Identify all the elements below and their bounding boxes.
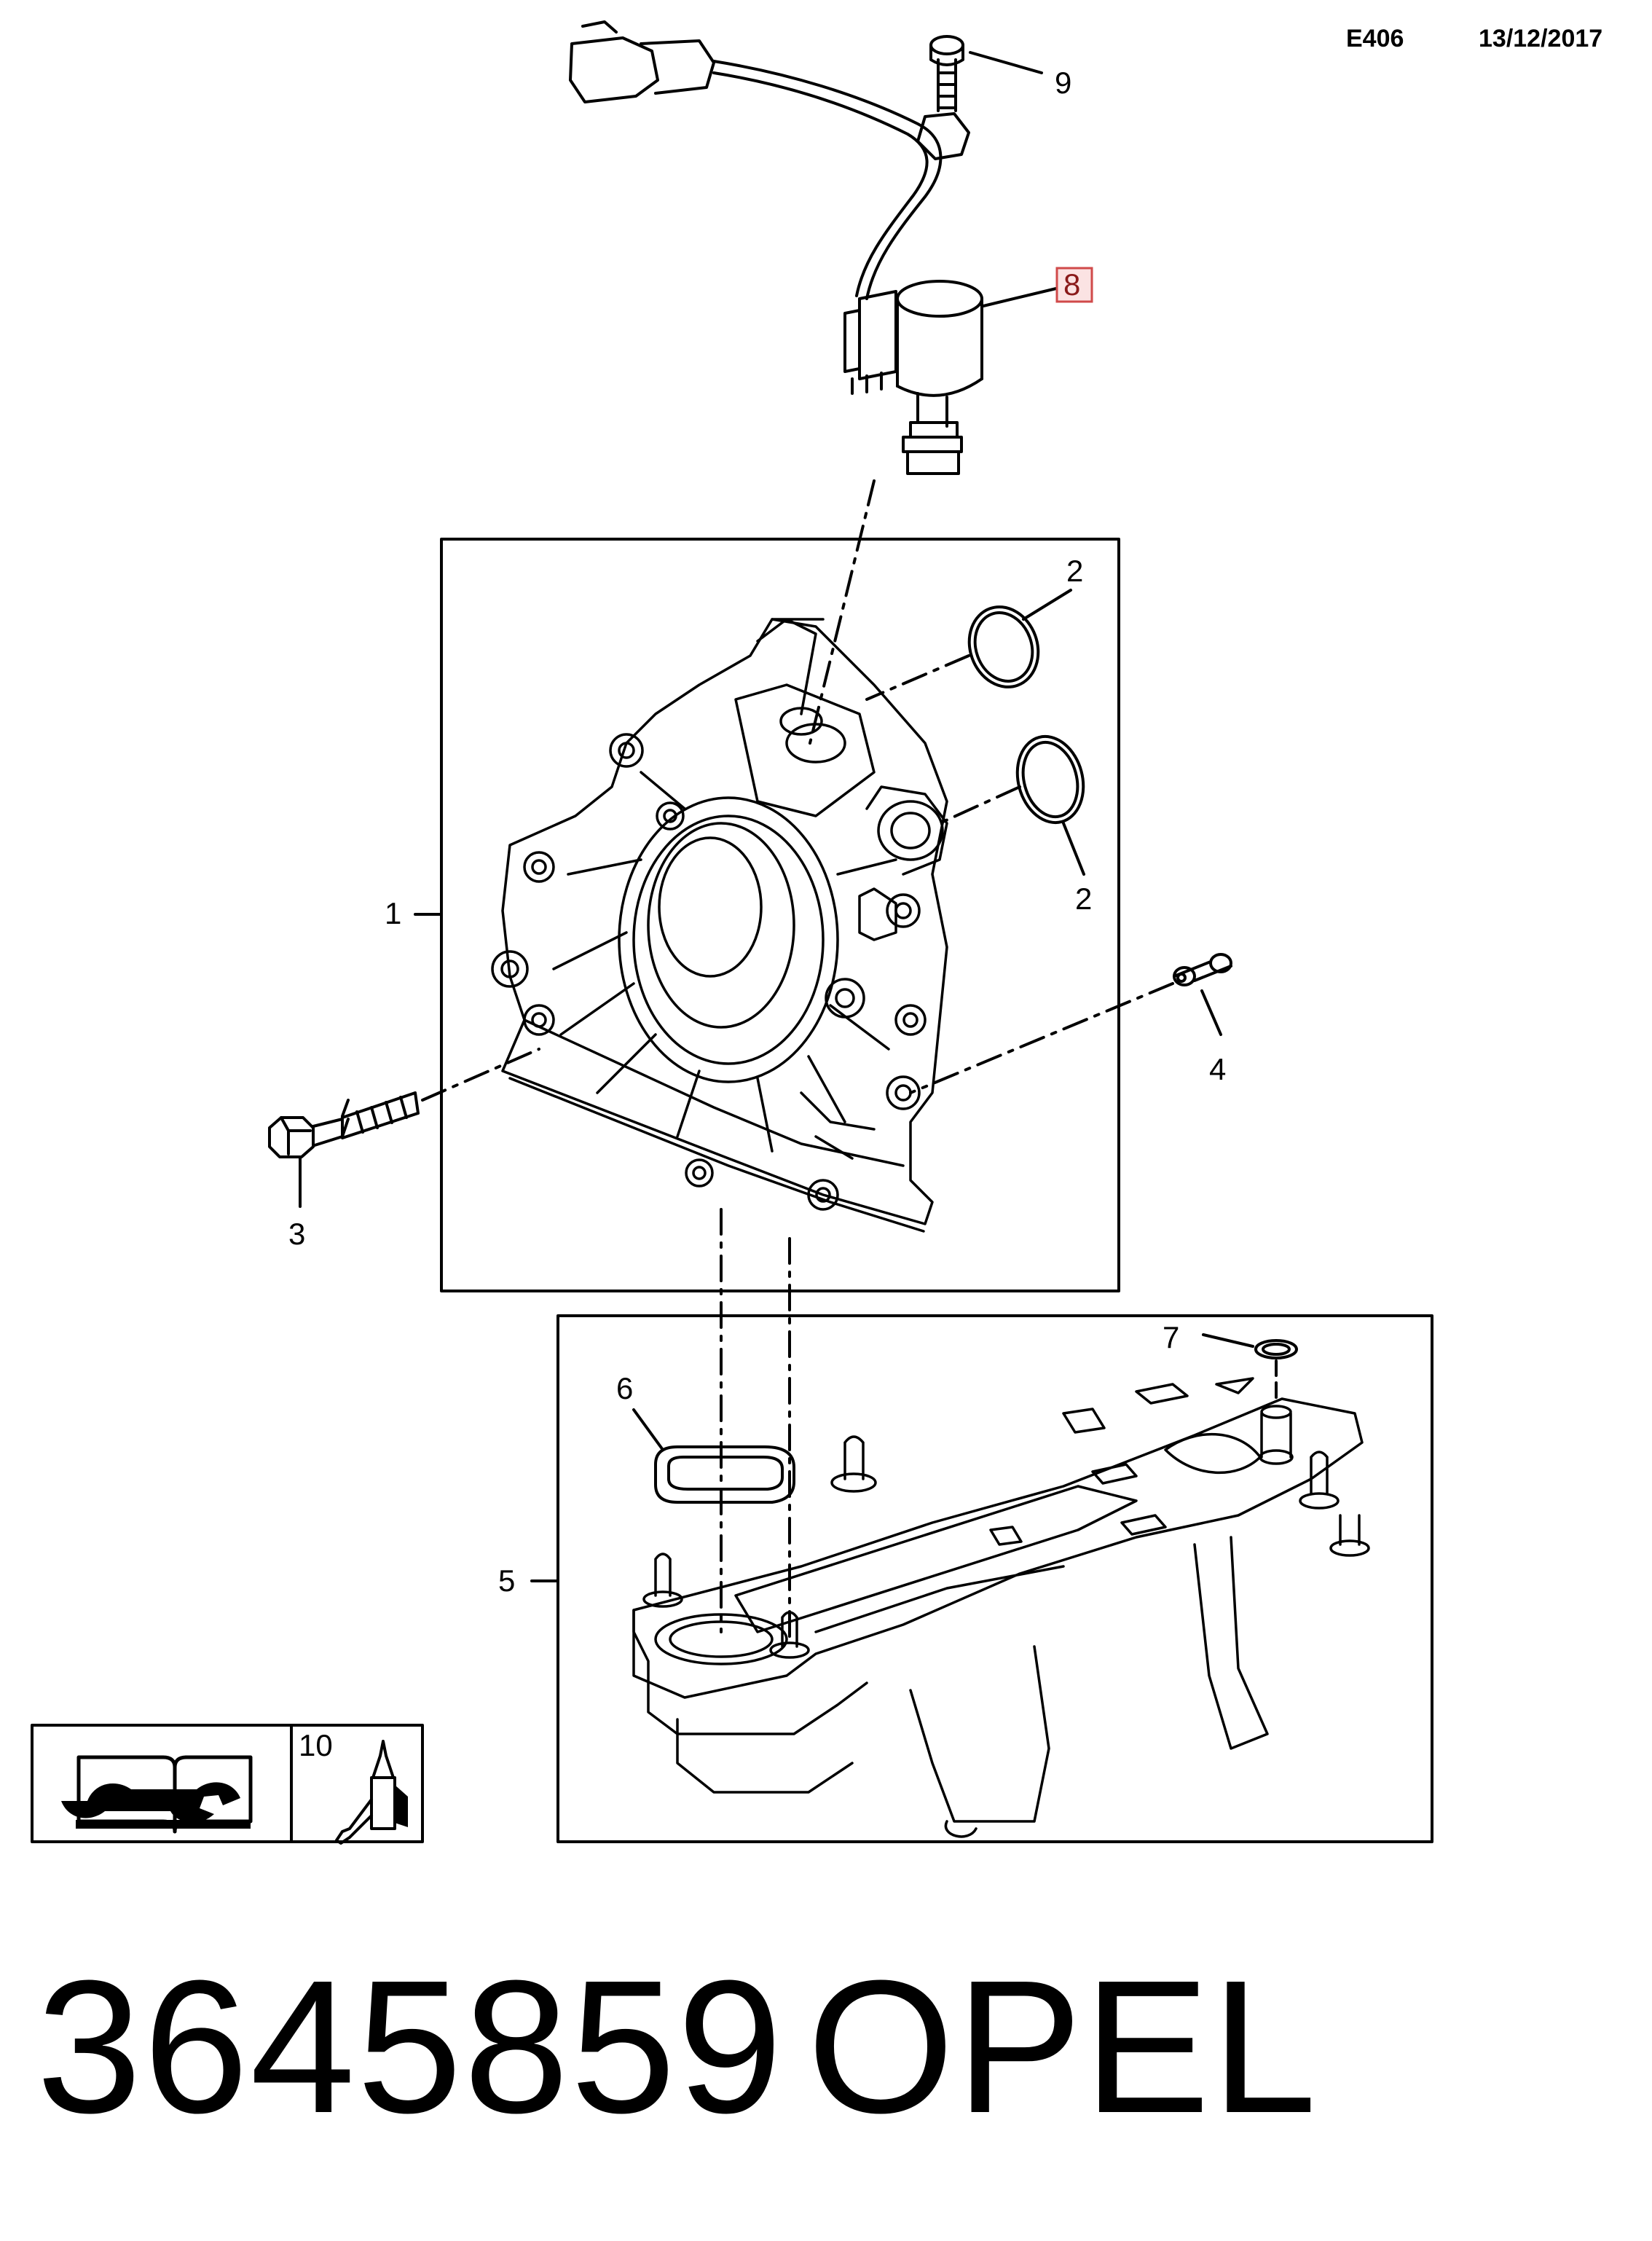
axis-2b [938,785,1021,825]
part-6-gasket [654,1445,795,1504]
leader-6 [632,1408,664,1451]
leader-2a [1022,589,1072,621]
leader-9 [969,51,1043,74]
part-4-dowel [1173,953,1232,986]
axis-2a [865,654,970,701]
part-5-box [556,1314,1433,1843]
callout-2-lower[interactable]: 2 [1075,882,1092,916]
axis-3 [421,1048,540,1102]
callout-1[interactable]: 1 [385,896,401,930]
leader-8 [982,287,1058,307]
callout-7[interactable]: 7 [1163,1320,1179,1354]
part-9-screw [929,35,964,112]
callout-6[interactable]: 6 [616,1371,633,1405]
part-2-o-ring-lower [1015,734,1085,825]
part-7-o-ring [1254,1339,1298,1359]
sheet-code: E406 [1346,25,1404,52]
part-number: 3645859 [36,1942,784,2153]
callout-8[interactable]: 8 [1063,267,1080,302]
brand-name: OPEL [807,1942,1318,2153]
legend-box [31,1724,424,1843]
leader-7 [1202,1333,1254,1348]
axis-8 [809,479,876,745]
part-2-o-ring-upper [967,605,1040,688]
callout-8-highlight [1055,267,1093,303]
axis-4 [909,982,1174,1094]
part-1-oil-pump-housing [491,618,948,1233]
callout-4[interactable]: 4 [1209,1052,1226,1086]
leader-4 [1200,989,1222,1036]
callout-10[interactable]: 10 [299,1728,333,1762]
part-8-solenoid-valve [569,20,983,475]
leader-2b [1062,822,1085,876]
callout-3[interactable]: 3 [288,1217,305,1251]
sealant-bottle-icon [335,1740,408,1845]
callout-5[interactable]: 5 [498,1563,515,1598]
part-3-bolt [268,1091,420,1158]
part-5-oil-baffle [632,1377,1370,1838]
callout-2-upper[interactable]: 2 [1066,554,1083,588]
repair-manual-icon [61,1755,253,1834]
callout-9[interactable]: 9 [1055,66,1071,100]
sheet-date: 13/12/2017 [1479,25,1603,52]
